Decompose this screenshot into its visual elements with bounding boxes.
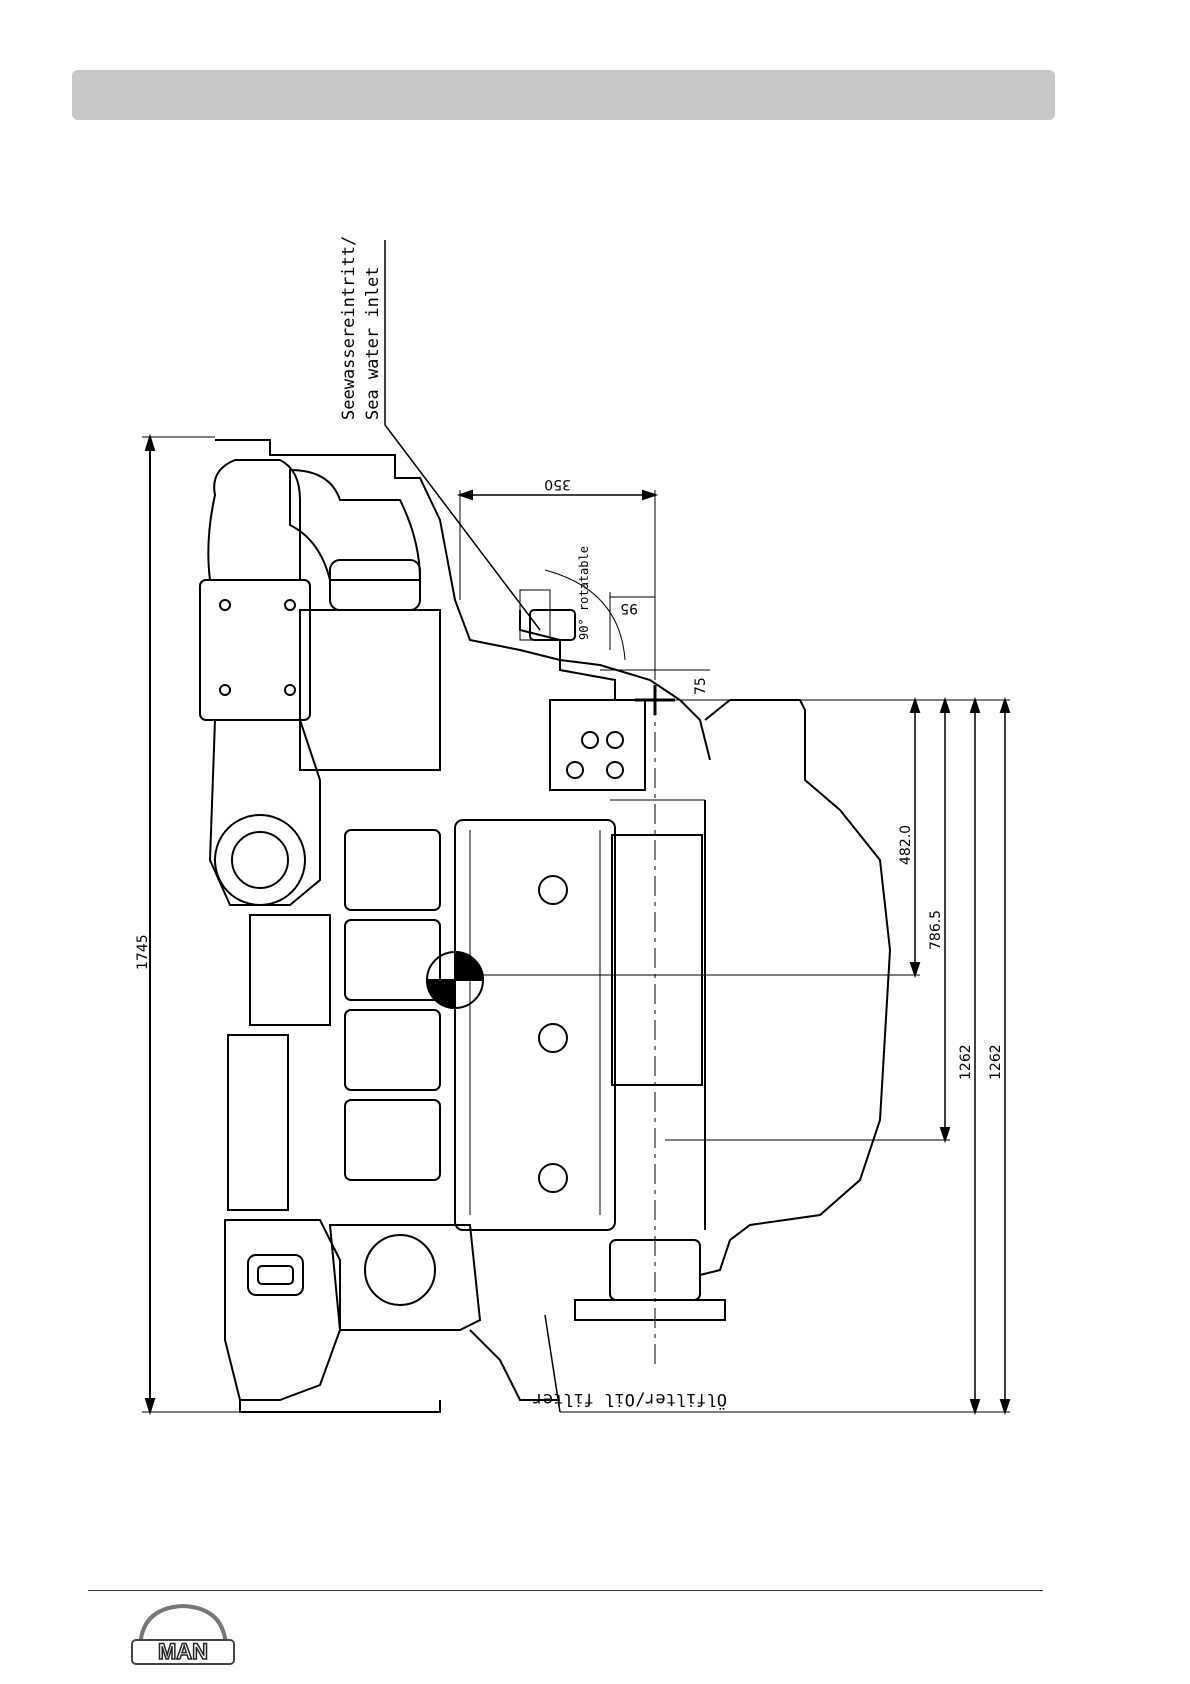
dim-482: 482.0 [455, 700, 920, 975]
dim-75: 75 [600, 670, 1010, 700]
footer-rule [88, 1590, 1043, 1591]
center-of-gravity-symbol [427, 952, 483, 1008]
dim-786-label: 786.5 [928, 910, 944, 950]
man-logo-text: MAN [158, 1639, 208, 1664]
rotatable-indicator: 90° rotatable [520, 546, 625, 660]
dim-1262-a: 1262 [958, 700, 979, 1412]
dim-350-label: 350 [544, 476, 571, 492]
dim-75-label: 75 [693, 677, 709, 695]
dim-350: 350 [460, 476, 655, 660]
sea-water-inlet-callout: Seewassereintritt/ Sea water inlet [339, 236, 540, 630]
dim-95: 95 [610, 592, 655, 650]
dim-482-label: 482.0 [898, 825, 914, 865]
dim-1262-b-label: 1262 [988, 1044, 1004, 1080]
dim-1262-b: 1262 [560, 700, 1010, 1412]
dim-1745-label: 1745 [135, 934, 151, 970]
oil-filter-label: Ölfilter/Oil filter [533, 1389, 727, 1411]
dim-1262-a-label: 1262 [958, 1044, 974, 1080]
man-logo: MAN [128, 1600, 238, 1672]
sea-water-label-de: Seewassereintritt/ [339, 236, 359, 420]
dim-95-label: 95 [620, 600, 638, 616]
dim-786: 786.5 [665, 700, 950, 1140]
sea-water-label-en: Sea water inlet [363, 266, 383, 420]
engine-outline [200, 440, 890, 1412]
rotatable-label: 90° rotatable [577, 546, 591, 640]
oil-filter-callout: Ölfilter/Oil filter [533, 1315, 727, 1412]
